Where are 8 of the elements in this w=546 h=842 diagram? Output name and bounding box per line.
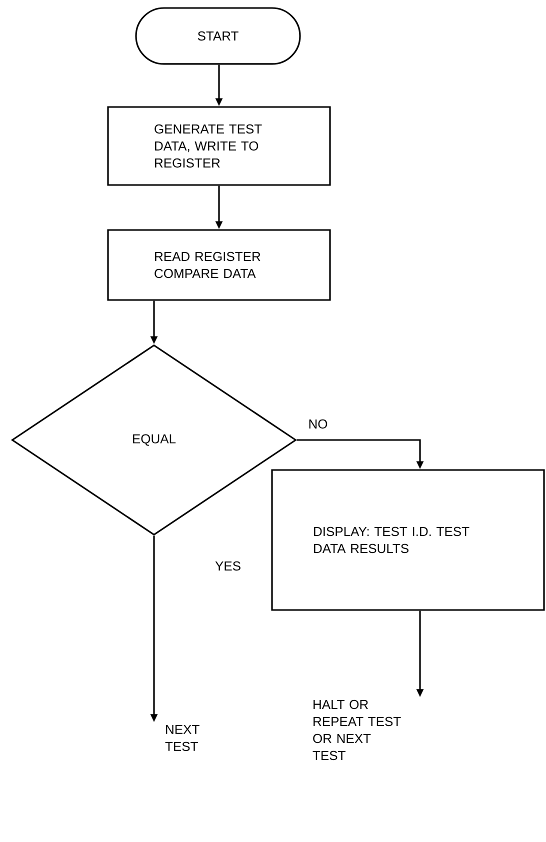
process-box: GENERATE TEST DATA, WRITE TO REGISTER <box>107 106 331 186</box>
end-text: NEXT TEST <box>165 724 200 752</box>
process-box: READ REGISTER COMPARE DATA <box>107 229 331 301</box>
edge-label: YES <box>214 560 242 572</box>
start-terminal: START <box>135 7 301 65</box>
end-text: HALT OR REPEAT TEST OR NEXT TEST <box>312 700 401 760</box>
process-box: DISPLAY: TEST I.D. TEST DATA RESULTS <box>271 469 545 611</box>
edge-label: NO <box>307 418 329 430</box>
